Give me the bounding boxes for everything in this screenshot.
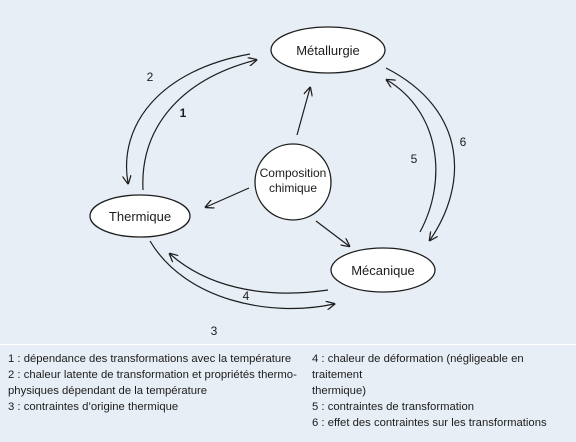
arrow-3-thermique-to-mecanique [149, 240, 334, 309]
arrow-composition-to-metallurgie [296, 88, 310, 136]
legend-item-6: 6 : effet des contraintes sur les transf… [312, 417, 547, 429]
legend-item-2-line2: physiques dépendant de la température [8, 385, 208, 397]
interaction-diagram: Métallurgie Thermique Mécanique Composit… [89, 26, 467, 338]
arrow-composition-to-thermique [206, 187, 250, 207]
legend-item-1: 1 : dépendance des transformations avec … [8, 353, 292, 365]
legend-right-column: 4 : chaleur de déformation (négligeable … [312, 351, 572, 431]
arrow-4-mecanique-to-thermique [170, 254, 329, 294]
node-composition-chimique: Composition chimique [254, 143, 332, 221]
node-thermique-label: Thermique [109, 209, 171, 224]
legend-item-4-line1: 4 : chaleur de déformation (négligeable … [312, 353, 524, 381]
edge-label-6: 6 [460, 135, 467, 149]
edge-label-3: 3 [211, 324, 218, 338]
legend-item-2-line1: 2 : chaleur latente de transformation et… [8, 369, 297, 381]
node-composition-label-line1: Composition [260, 166, 327, 180]
arrow-1-thermique-to-metallurgie [142, 60, 256, 191]
edge-label-5: 5 [411, 152, 418, 166]
legend-item-3: 3 : contraintes d’origine thermique [8, 401, 179, 413]
legend-item-5: 5 : contraintes de transformation [312, 401, 475, 413]
legend-divider [0, 344, 576, 345]
arrow-2-metallurgie-to-thermique [127, 53, 251, 183]
arrow-composition-to-mecanique [315, 220, 349, 246]
edge-label-4: 4 [243, 289, 250, 303]
node-thermique: Thermique [89, 194, 191, 238]
node-metallurgie: Métallurgie [270, 26, 386, 74]
node-composition-label-line2: chimique [269, 181, 317, 195]
edge-label-2: 2 [147, 70, 154, 84]
edge-label-1: 1 [180, 106, 187, 120]
node-mecanique-label: Mécanique [351, 263, 415, 278]
node-metallurgie-label: Métallurgie [296, 43, 360, 58]
node-mecanique: Mécanique [330, 247, 436, 293]
legend-item-4-line2: thermique) [312, 385, 366, 397]
arrow-5-mecanique-to-metallurgie [387, 80, 437, 233]
legend-left-column: 1 : dépendance des transformations avec … [8, 351, 298, 415]
arrow-6-metallurgie-to-mecanique [385, 67, 455, 240]
